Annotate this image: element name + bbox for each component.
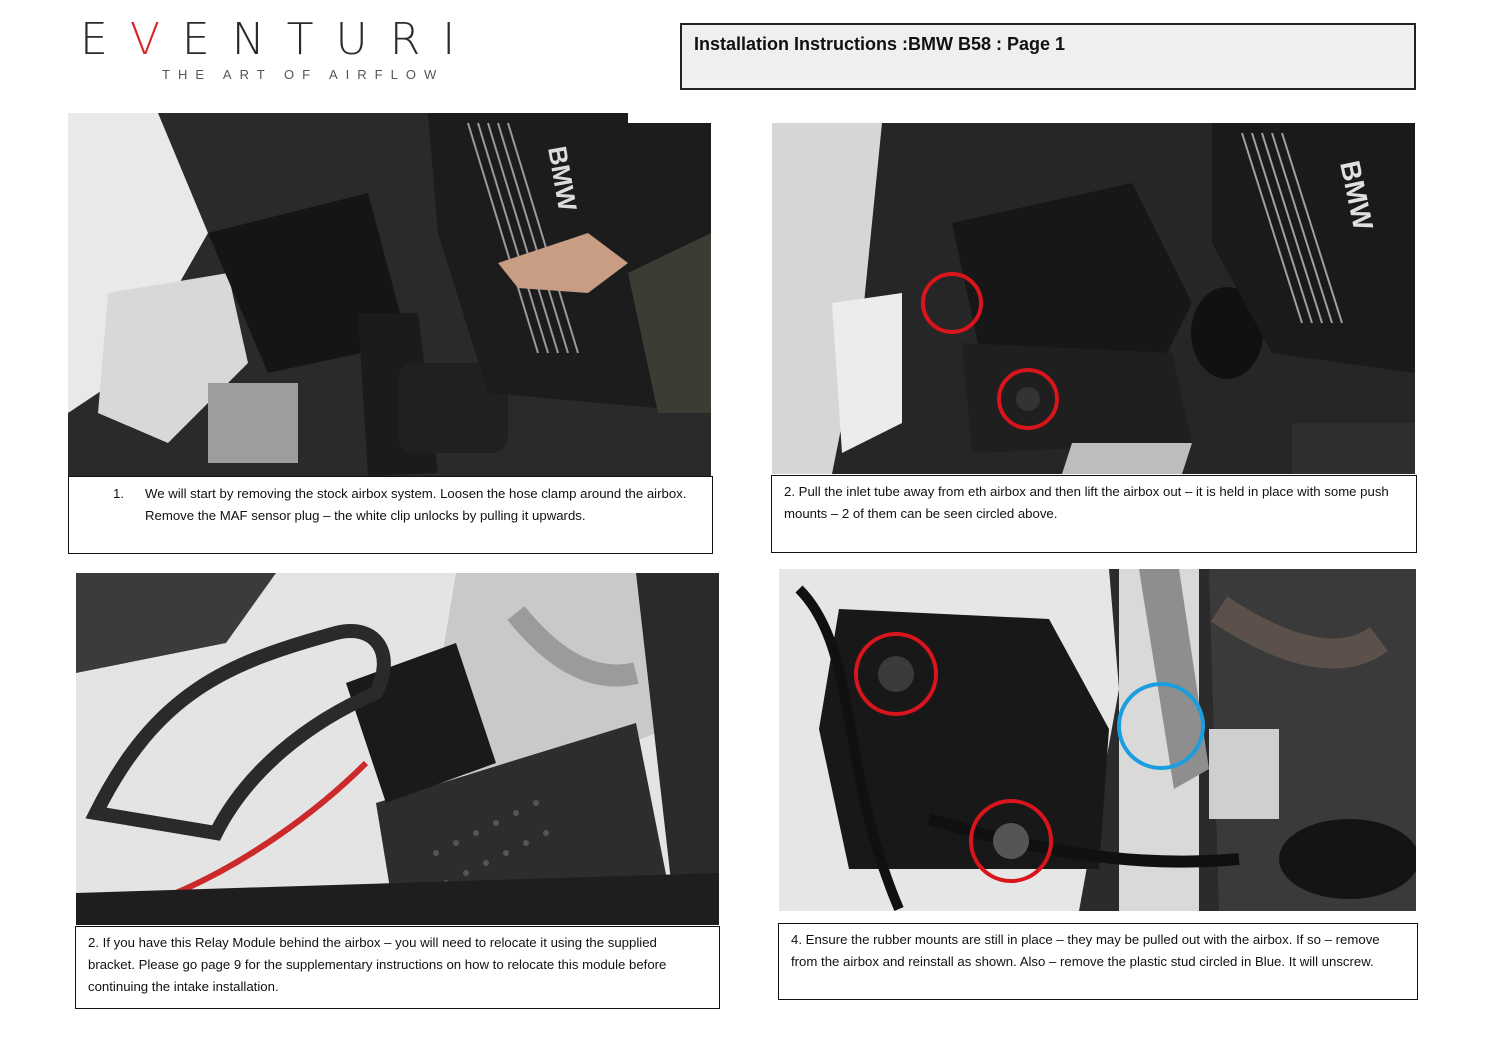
red-annotation-circle	[921, 272, 983, 334]
red-annotation-circle	[969, 799, 1053, 883]
caption-step-2: 2. Pull the inlet tube away from eth air…	[771, 475, 1417, 553]
red-annotation-circle	[854, 632, 938, 716]
page-title: Installation Instructions :BMW B58 : Pag…	[694, 34, 1066, 54]
step-3-text: 2. If you have this Relay Module behind …	[88, 935, 667, 994]
logo-wordmark: EVENTURI	[80, 14, 477, 65]
caption-step-3: 2. If you have this Relay Module behind …	[75, 926, 720, 1009]
step-2-text: 2. Pull the inlet tube away from eth air…	[784, 484, 1389, 521]
eventuri-logo: EVENTURI THE ART OF AIRFLOW	[80, 14, 540, 88]
red-annotation-circle	[997, 368, 1059, 430]
caption-step-4: 4. Ensure the rubber mounts are still in…	[778, 923, 1418, 1000]
photo-step-4	[779, 569, 1416, 911]
photo-step-2: BMW	[772, 123, 1415, 474]
step-1-number: 1.	[113, 486, 124, 501]
caption-step-1: 1. We will start by removing the stock a…	[68, 476, 713, 554]
step-4-text: 4. Ensure the rubber mounts are still in…	[791, 932, 1380, 969]
step-1-text: We will start by removing the stock airb…	[145, 486, 687, 523]
engine-bay-photo-1: BMW	[68, 113, 711, 476]
logo-tagline: THE ART OF AIRFLOW	[162, 67, 445, 82]
photo-step-1: BMW	[68, 113, 711, 476]
blue-annotation-circle	[1117, 682, 1205, 770]
photo-step-3	[76, 573, 719, 925]
logo-wordmark-text: EVENTURI	[80, 14, 478, 65]
title-box: Installation Instructions :BMW B58 : Pag…	[680, 23, 1416, 90]
relay-module-photo	[76, 573, 719, 925]
rubber-mounts-photo	[779, 569, 1416, 911]
engine-bay-photo-2: BMW	[772, 123, 1415, 474]
